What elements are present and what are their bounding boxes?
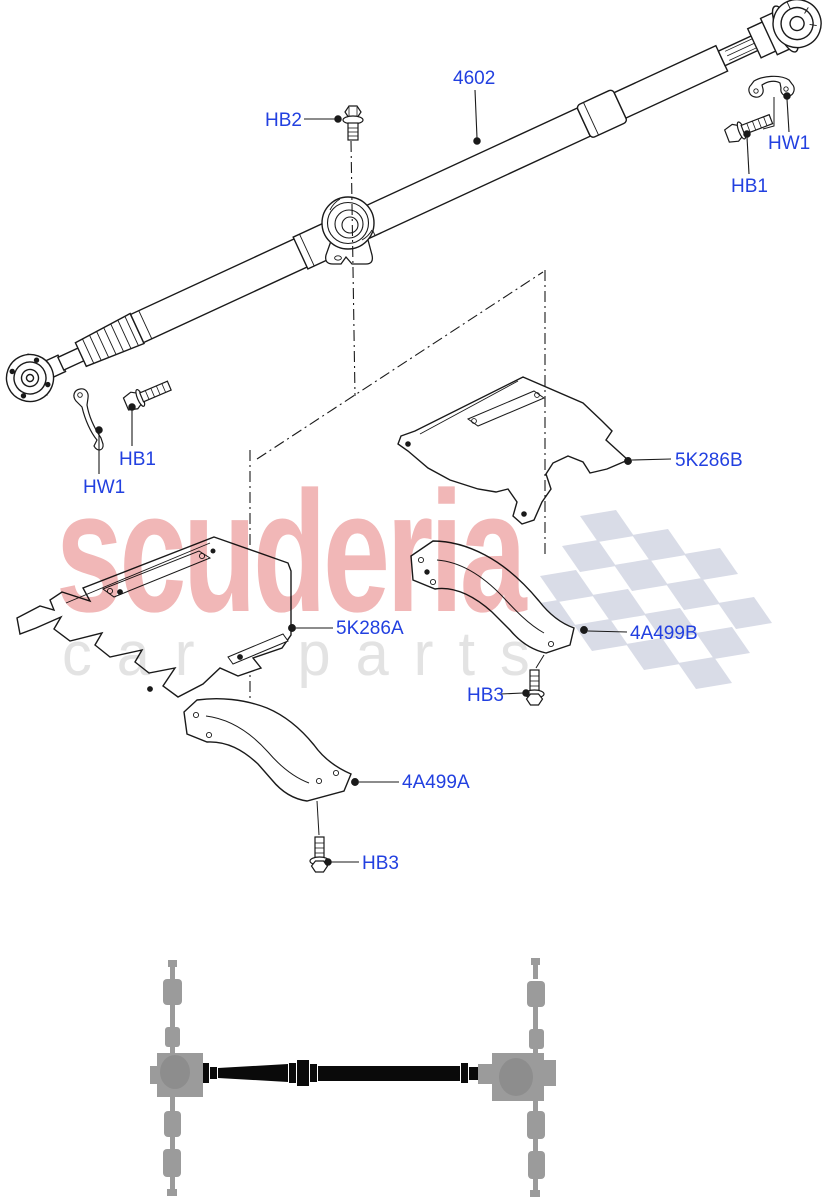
bolt-hb1-right	[723, 113, 774, 143]
leader-lines	[95, 89, 791, 866]
part-label-hb1-left: HB1	[119, 449, 156, 470]
propshaft-4602	[5, 0, 822, 403]
drivetrain-locator	[150, 958, 556, 1197]
bolt-hb2	[342, 105, 364, 141]
part-label-hb1-right: HB1	[731, 176, 768, 197]
part-label-4a499b: 4A499B	[630, 623, 698, 644]
part-label-4602: 4602	[453, 68, 496, 89]
locator-propshaft-highlight	[203, 1060, 478, 1086]
centerlines-front	[350, 140, 546, 556]
bolt-connector-lines	[316, 654, 545, 836]
part-label-hw1-right: HW1	[768, 133, 811, 154]
bolt-hb1-left	[122, 380, 172, 411]
centerlines-behind	[249, 271, 544, 744]
part-label-hb3-right: HB3	[467, 685, 504, 706]
heat-shield-5k286a	[16, 536, 292, 698]
bolt-hb3-right	[524, 669, 545, 706]
part-label-hb3-bottom: HB3	[362, 853, 399, 874]
heat-shield-5k286b	[397, 376, 630, 525]
part-label-5k286b: 5K286B	[675, 450, 743, 471]
clamp-hw1-right	[748, 75, 795, 130]
checkered-flag-watermark	[522, 510, 772, 689]
center-bearing	[321, 196, 375, 265]
part-label-hb2: HB2	[265, 110, 302, 131]
bracket-4a499b	[410, 540, 575, 654]
bolt-hb3-bottom	[309, 836, 330, 873]
clamp-hw1-left	[73, 388, 104, 451]
part-label-5k286a: 5K286A	[336, 618, 404, 639]
bracket-4a499a	[183, 698, 352, 802]
part-label-4a499a: 4A499A	[402, 772, 470, 793]
part-label-hw1-left: HW1	[83, 477, 126, 498]
